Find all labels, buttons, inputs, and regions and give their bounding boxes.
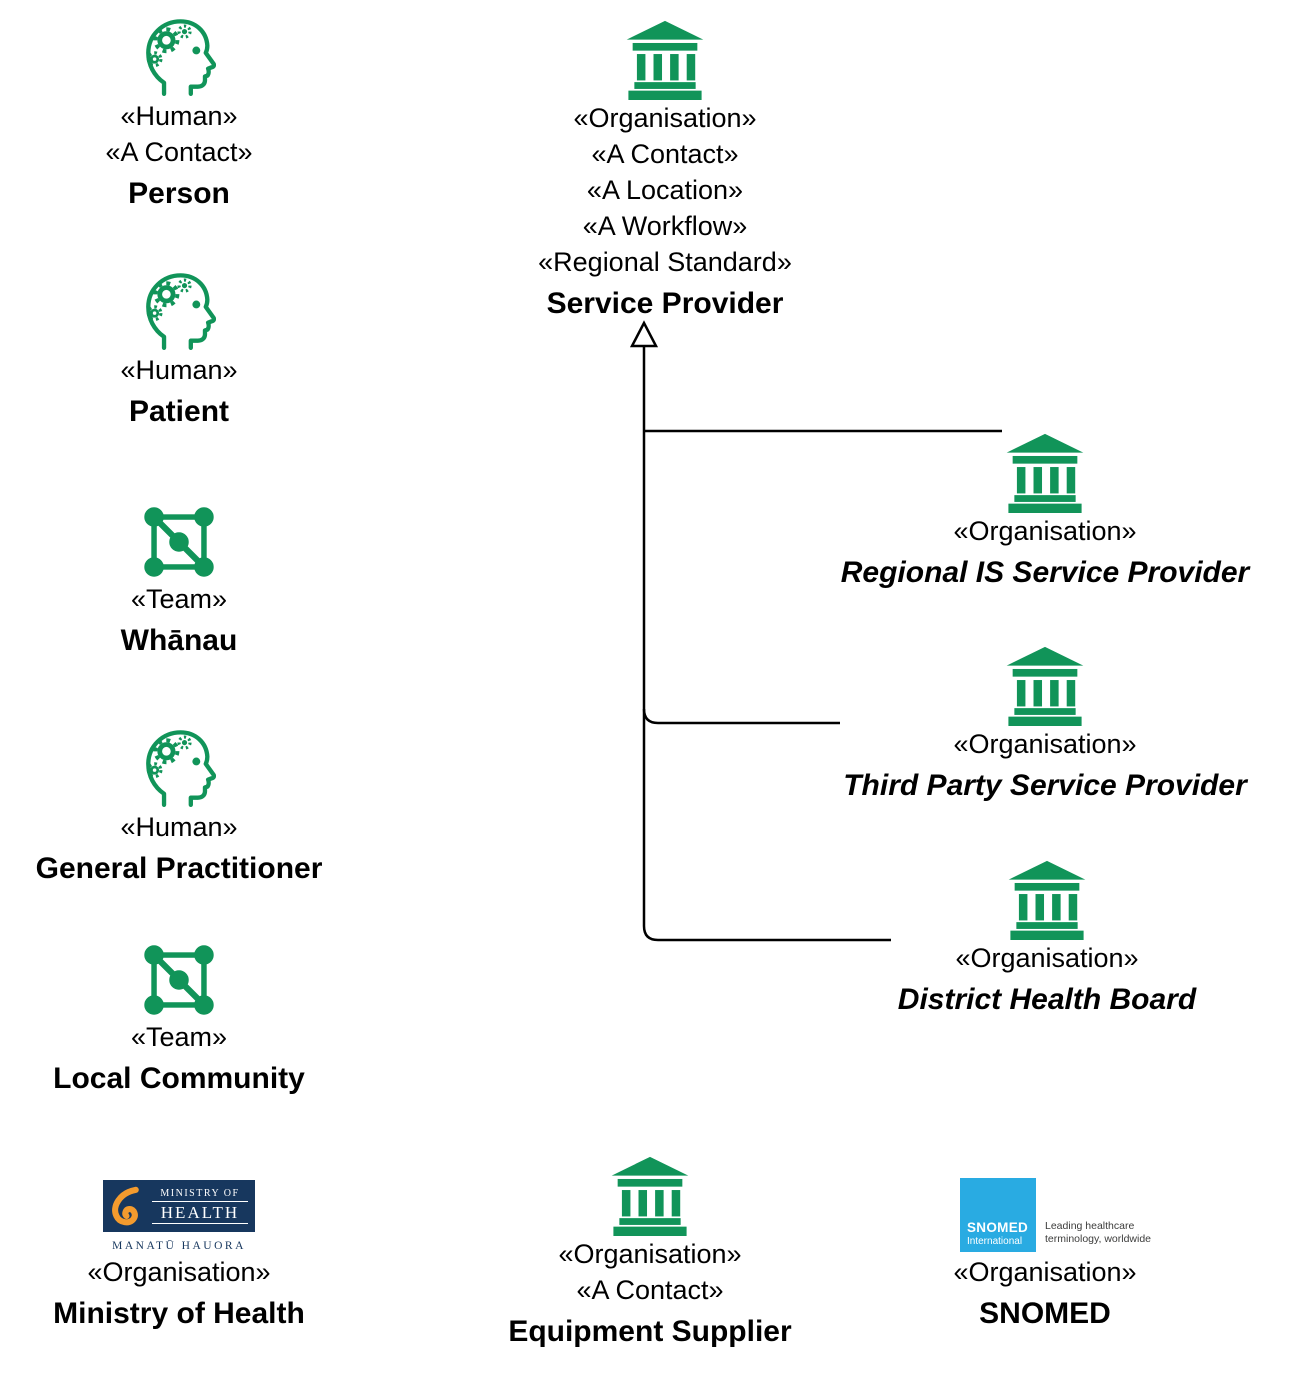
- moh-logo-line1: MINISTRY OF: [160, 1187, 240, 1199]
- team-network-icon: [140, 941, 218, 1019]
- entity-name-service-provider: Service Provider: [546, 287, 784, 320]
- entity-snomed: SNOMED International Leading healthcare …: [863, 1178, 1227, 1333]
- moh-logo-subtitle: MANATŪ HAUORA: [112, 1240, 246, 1252]
- stereotype-label: «A Contact»: [591, 139, 739, 169]
- stereotype-label: «Human»: [120, 355, 238, 385]
- stereotype-label: «Organisation»: [953, 516, 1137, 546]
- snomed-logo: SNOMED International Leading healthcare …: [863, 1178, 1227, 1254]
- entity-whanau: «Team» Whānau: [0, 503, 361, 660]
- entity-name-general-practitioner: General Practitioner: [35, 852, 323, 885]
- snomed-logo-tagline: Leading healthcare terminology, worldwid…: [1045, 1220, 1152, 1245]
- organisation-bank-icon: [611, 1156, 689, 1236]
- stereotype-label: «A Location»: [586, 175, 744, 205]
- generalization-arrowhead: [629, 320, 659, 348]
- entity-name-district-health-board: District Health Board: [897, 983, 1197, 1016]
- organisation-bank-icon: [626, 20, 704, 100]
- organisation-bank-icon: [1006, 433, 1084, 513]
- snomed-logo-sub: International: [967, 1236, 1023, 1247]
- entity-name-patient: Patient: [128, 395, 230, 428]
- ministry-of-health-logo: MINISTRY OF HEALTH MANATŪ HAUORA: [0, 1180, 361, 1254]
- stereotype-label: «Human»: [120, 812, 238, 842]
- stereotype-label: «Organisation»: [953, 729, 1137, 759]
- entity-person: «Human» «A Contact» Person: [0, 14, 361, 213]
- entity-name-snomed: SNOMED: [979, 1297, 1111, 1330]
- entity-name-whanau: Whānau: [120, 624, 238, 657]
- human-head-gears-icon: [142, 725, 216, 809]
- stereotype-label: «Human»: [120, 101, 238, 131]
- entity-district-health-board: «Organisation» District Health Board: [812, 860, 1282, 1019]
- entity-ministry-of-health: MINISTRY OF HEALTH MANATŪ HAUORA «Organi…: [0, 1180, 361, 1333]
- entity-service-provider: «Organisation» «A Contact» «A Location» …: [483, 20, 847, 323]
- entity-name-local-community: Local Community: [53, 1062, 305, 1095]
- stereotype-label: «Organisation»: [87, 1257, 271, 1287]
- entity-local-community: «Team» Local Community: [0, 941, 361, 1098]
- team-network-icon: [140, 503, 218, 581]
- koru-icon: [112, 1186, 139, 1226]
- organisation-bank-icon: [1006, 646, 1084, 726]
- stereotype-label: «A Contact»: [105, 137, 253, 167]
- stereotype-label: «A Contact»: [576, 1275, 724, 1305]
- stereotype-label: «A Workflow»: [582, 211, 748, 241]
- moh-logo-line2: HEALTH: [160, 1202, 240, 1222]
- entity-name-equipment-supplier: Equipment Supplier: [508, 1315, 792, 1348]
- entity-patient: «Human» Patient: [0, 268, 361, 431]
- stereotype-label: «Organisation»: [953, 1257, 1137, 1287]
- human-head-gears-icon: [142, 268, 216, 352]
- stereotype-label: «Organisation»: [955, 943, 1139, 973]
- entity-equipment-supplier: «Organisation» «A Contact» Equipment Sup…: [468, 1156, 832, 1351]
- snomed-logo-brand: SNOMED: [967, 1220, 1029, 1235]
- entity-name-regional-is-service-provider: Regional IS Service Provider: [840, 556, 1250, 589]
- stereotype-label: «Team»: [130, 584, 228, 614]
- organisation-bank-icon: [1008, 860, 1086, 940]
- entity-name-person: Person: [128, 177, 230, 210]
- entity-regional-is-service-provider: «Organisation» Regional IS Service Provi…: [810, 433, 1280, 592]
- stereotype-label: «Organisation»: [573, 103, 757, 133]
- human-head-gears-icon: [142, 14, 216, 98]
- entity-third-party-service-provider: «Organisation» Third Party Service Provi…: [810, 646, 1280, 805]
- stereotype-label: «Regional Standard»: [538, 247, 792, 277]
- stereotype-label: «Team»: [130, 1022, 228, 1052]
- stereotype-label: «Organisation»: [558, 1239, 742, 1269]
- entity-name-ministry-of-health: Ministry of Health: [53, 1297, 305, 1330]
- entity-name-third-party-service-provider: Third Party Service Provider: [843, 769, 1247, 802]
- entity-general-practitioner: «Human» General Practitioner: [0, 725, 361, 888]
